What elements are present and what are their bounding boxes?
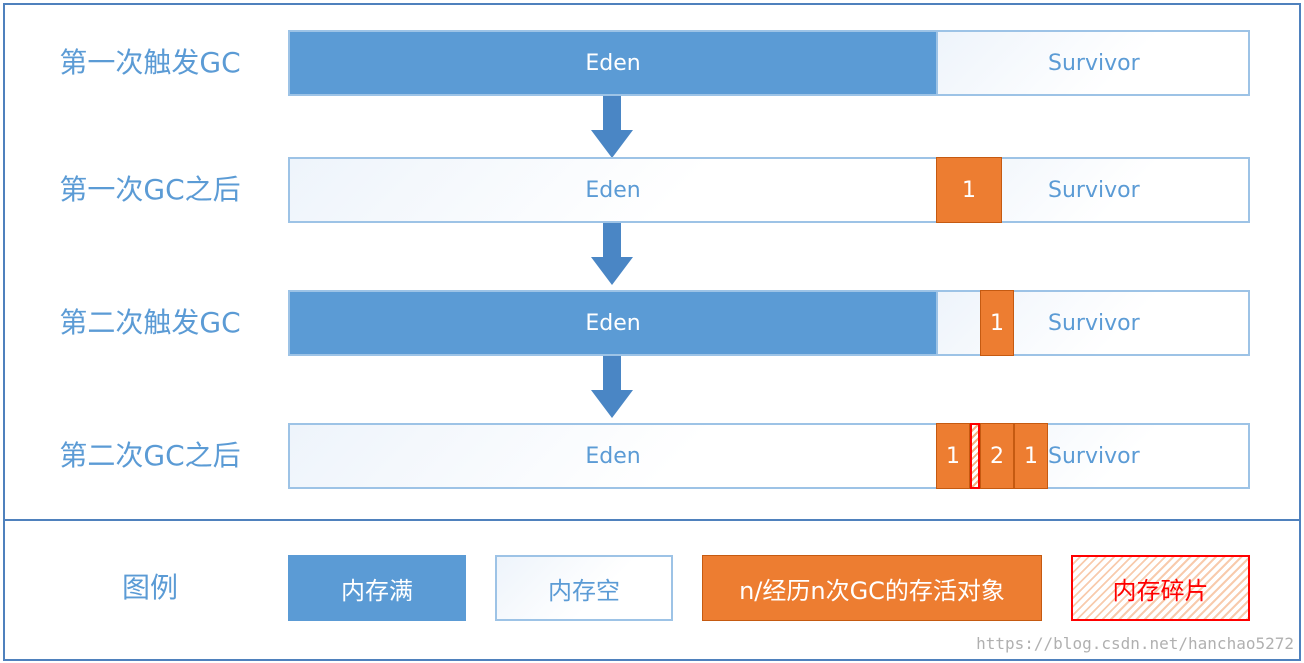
legend-frame [3,519,1301,661]
eden-region: Eden [290,32,936,94]
legend-empty: 内存空 [495,555,673,621]
legend-survived: n/经历n次GC的存活对象 [702,555,1042,621]
survivor-region: Survivor [936,32,1248,94]
down-arrow-icon [591,96,633,158]
survivor-label: Survivor [1048,50,1140,76]
eden-region: Eden [290,425,936,487]
down-arrow-icon [591,356,633,418]
eden-region: Eden [290,159,936,221]
memory-fragment [970,423,980,489]
survivor-label: Survivor [1048,310,1140,336]
legend-fragment: 内存碎片 [1071,555,1250,621]
down-arrow-icon [591,223,633,285]
survived-object: 1 [936,423,970,489]
legend-title: 图例 [121,571,178,604]
survived-object: 2 [980,423,1014,489]
eden-region: Eden [290,292,936,354]
memory-bar-first-trigger: Eden Survivor [288,30,1250,96]
survivor-label: Survivor [1048,177,1140,203]
survived-object: 1 [980,290,1014,356]
legend-full: 内存满 [288,555,466,621]
row-label-first-trigger: 第一次触发GC [59,46,241,79]
row-label-after-first: 第一次GC之后 [59,173,241,206]
memory-bar-after-first: Eden Survivor 1 [288,157,1250,223]
survivor-label: Survivor [1048,443,1140,469]
memory-bar-after-second: Eden Survivor 1 2 1 [288,423,1250,489]
survived-object: 1 [1014,423,1048,489]
memory-bar-second-trigger: Eden Survivor 1 [288,290,1250,356]
row-label-second-trigger: 第二次触发GC [59,306,241,339]
survived-object: 1 [936,157,1002,223]
row-label-after-second: 第二次GC之后 [59,439,241,472]
watermark: https://blog.csdn.net/hanchao5272 [976,634,1294,653]
